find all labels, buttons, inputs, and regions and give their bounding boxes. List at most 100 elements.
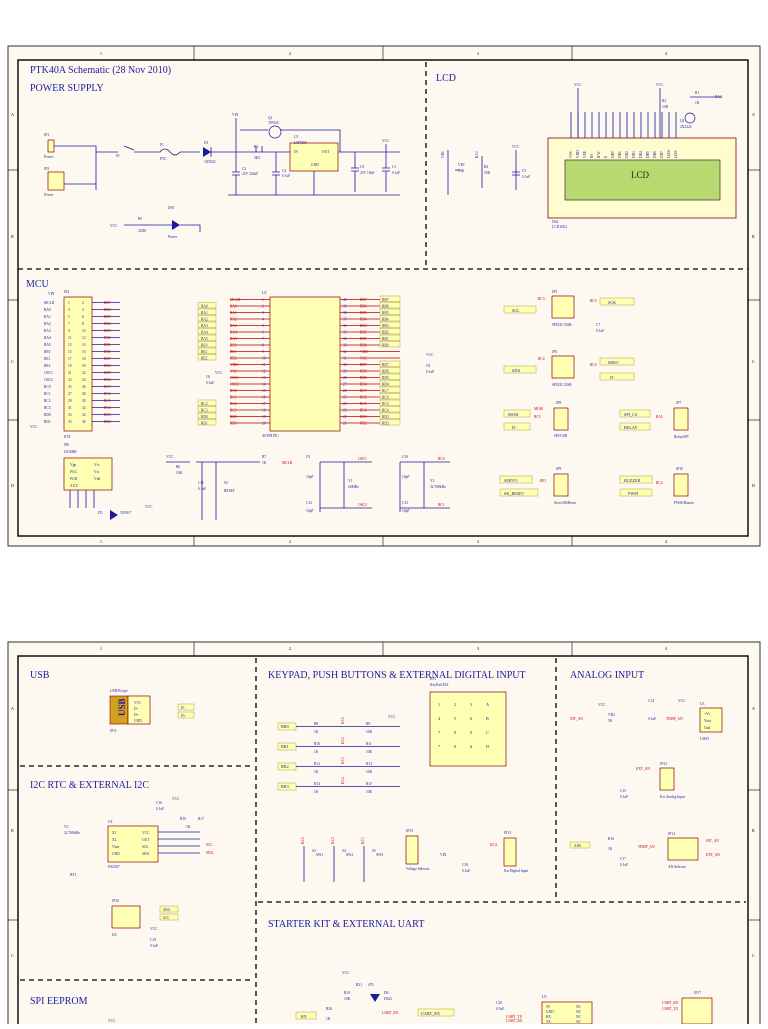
keypad-resistor-label: R14 <box>314 782 320 786</box>
pic-pin-label: RB0 <box>360 344 367 348</box>
svg-text:U5: U5 <box>542 995 547 999</box>
schematic-title: PTK40A Schematic (28 Nov 2010) <box>30 65 171 76</box>
pic-pin-label: RC4 <box>360 409 367 413</box>
jp4-pin-number: 21 <box>68 371 72 375</box>
jp4-pin-number: 31 <box>68 406 72 410</box>
sheet-2-svg: 1 2 3 4 A B C A B C USB I2C RTC & EXTERN… <box>7 641 761 1029</box>
svg-text:VCC: VCC <box>598 703 606 707</box>
rtc-pin-label: OUT <box>142 838 150 842</box>
jp4-pin-number: 10 <box>82 329 86 333</box>
pic-pin-number: 19 <box>262 415 266 419</box>
jp4-signal-label: RE1 <box>44 357 51 361</box>
svg-text:10pF: 10pF <box>402 475 409 479</box>
pic-net-label: RA0 <box>201 305 208 309</box>
svg-text:Y3: Y3 <box>64 825 69 829</box>
svg-text:C19: C19 <box>150 938 156 942</box>
jp4-signal-label: RE2 <box>44 364 51 368</box>
jp4-pin-number: 25 <box>68 385 72 389</box>
pic-pin-label: RD4 <box>360 383 367 387</box>
pic-net-label: RD4 <box>382 383 389 387</box>
svg-text:1K: 1K <box>262 461 267 465</box>
svg-text:Power: Power <box>44 155 54 159</box>
svg-text:C11: C11 <box>198 481 204 485</box>
pushbutton-net: KC3 <box>361 837 365 844</box>
svg-text:2N2222: 2N2222 <box>680 125 692 129</box>
u5-pin-label: NC <box>576 1005 582 1009</box>
jp4-signal-label: RA2 <box>44 322 51 326</box>
svg-text:0.1uF: 0.1uF <box>522 175 530 179</box>
svg-text:JP7: JP7 <box>676 401 681 405</box>
svg-text:EXT_AN: EXT_AN <box>706 853 720 857</box>
pic-net-label: RA5 <box>201 337 208 341</box>
keypad-resistor-label: R10 <box>314 742 320 746</box>
svg-text:1N5822: 1N5822 <box>204 160 216 164</box>
svg-text:VCC: VCC <box>656 83 664 87</box>
jp4-signal-label: RD4 <box>104 378 111 382</box>
jp4-pin-number: 30 <box>82 399 86 403</box>
u5-pin-label: NC <box>576 1020 582 1024</box>
svg-text:0.1uF: 0.1uF <box>282 174 290 178</box>
lcd-pin-label: VSS <box>569 151 573 158</box>
usb-pin-label: D- <box>134 707 139 711</box>
svg-text:OSC1: OSC1 <box>358 457 367 461</box>
pic-net-label: RA4 <box>201 331 208 335</box>
jp4-pin-number: 17 <box>68 357 72 361</box>
svg-text:MCLR: MCLR <box>282 461 293 465</box>
svg-text:EXT_AN: EXT_AN <box>636 767 650 771</box>
ruler-row-a: A <box>11 112 14 117</box>
jp4-signal-label: RB5 <box>104 315 111 319</box>
pic-net-label: RD7 <box>382 363 389 367</box>
keypad-key: B <box>486 716 489 721</box>
svg-text:1: 1 <box>100 646 102 651</box>
jp4-pin-number: 7 <box>68 322 70 326</box>
pic-net-label: RD5 <box>382 376 389 380</box>
lk300b-pin-label: PGC <box>70 470 78 474</box>
svg-text:RA3: RA3 <box>475 151 479 158</box>
jp4-pin-number: 16 <box>82 350 86 354</box>
svg-text:C17: C17 <box>620 857 626 861</box>
power-supply-circuit: JP1 Power JP2 Power S1 F1 PTC D1 1N5822 … <box>44 113 400 239</box>
lcd-screen <box>564 159 721 201</box>
svg-text:JP12: JP12 <box>660 762 667 766</box>
ruler-row-d: D <box>11 483 14 488</box>
svg-text:RC3: RC3 <box>590 299 597 303</box>
jp4-signal-label: OSC1 <box>44 371 53 375</box>
pic-net-label: RC7 <box>382 389 389 393</box>
jp4-signal-label: RB6 <box>104 308 111 312</box>
svg-text:C20: C20 <box>496 1001 502 1005</box>
svg-text:JP13: JP13 <box>504 831 511 835</box>
keypad-resistor-value: 10K <box>366 730 373 734</box>
pic-pin-number: 35 <box>343 331 347 335</box>
svg-text:U2: U2 <box>262 291 267 295</box>
keypad-key: A <box>486 702 489 707</box>
lk300b-header <box>63 457 113 491</box>
keypad-key: 1 <box>438 702 440 707</box>
pic-pin-number: 8 <box>262 344 264 348</box>
jp4-pin-number: 34 <box>82 413 86 417</box>
pic-pin-label: VDD <box>360 350 368 354</box>
pic-net-label: RA1 <box>201 311 208 315</box>
svg-text:MISO: MISO <box>608 360 618 365</box>
svg-text:SDA: SDA <box>206 851 214 855</box>
svg-text:D-: D- <box>181 706 186 710</box>
keypad-row-label: RB0 <box>281 724 289 729</box>
svg-text:R7: R7 <box>262 455 266 459</box>
svg-text:32.768kHz: 32.768kHz <box>430 485 446 489</box>
svg-text:RC1: RC1 <box>438 503 445 507</box>
svg-text:C10: C10 <box>402 455 408 459</box>
pic-pin-label: RA1 <box>230 311 237 315</box>
jp4-signal-label: RA0 <box>44 308 51 312</box>
jp4-pin-number: 24 <box>82 378 86 382</box>
section-lcd: LCD <box>436 73 456 84</box>
pic-pin-label: RC6 <box>360 396 367 400</box>
vcc-label: VCC <box>388 715 396 719</box>
lcd-pin-label: R/W <box>597 151 601 158</box>
svg-text:MOSI: MOSI <box>508 412 519 417</box>
pic-pin-number: 34 <box>343 337 347 341</box>
svg-text:JP3: JP3 <box>552 290 557 294</box>
svg-text:0.1uF: 0.1uF <box>596 329 604 333</box>
jp4-signal-label: RA4 <box>44 336 51 340</box>
section-starter-kit: STARTER KIT & EXTERNAL UART <box>268 919 424 930</box>
